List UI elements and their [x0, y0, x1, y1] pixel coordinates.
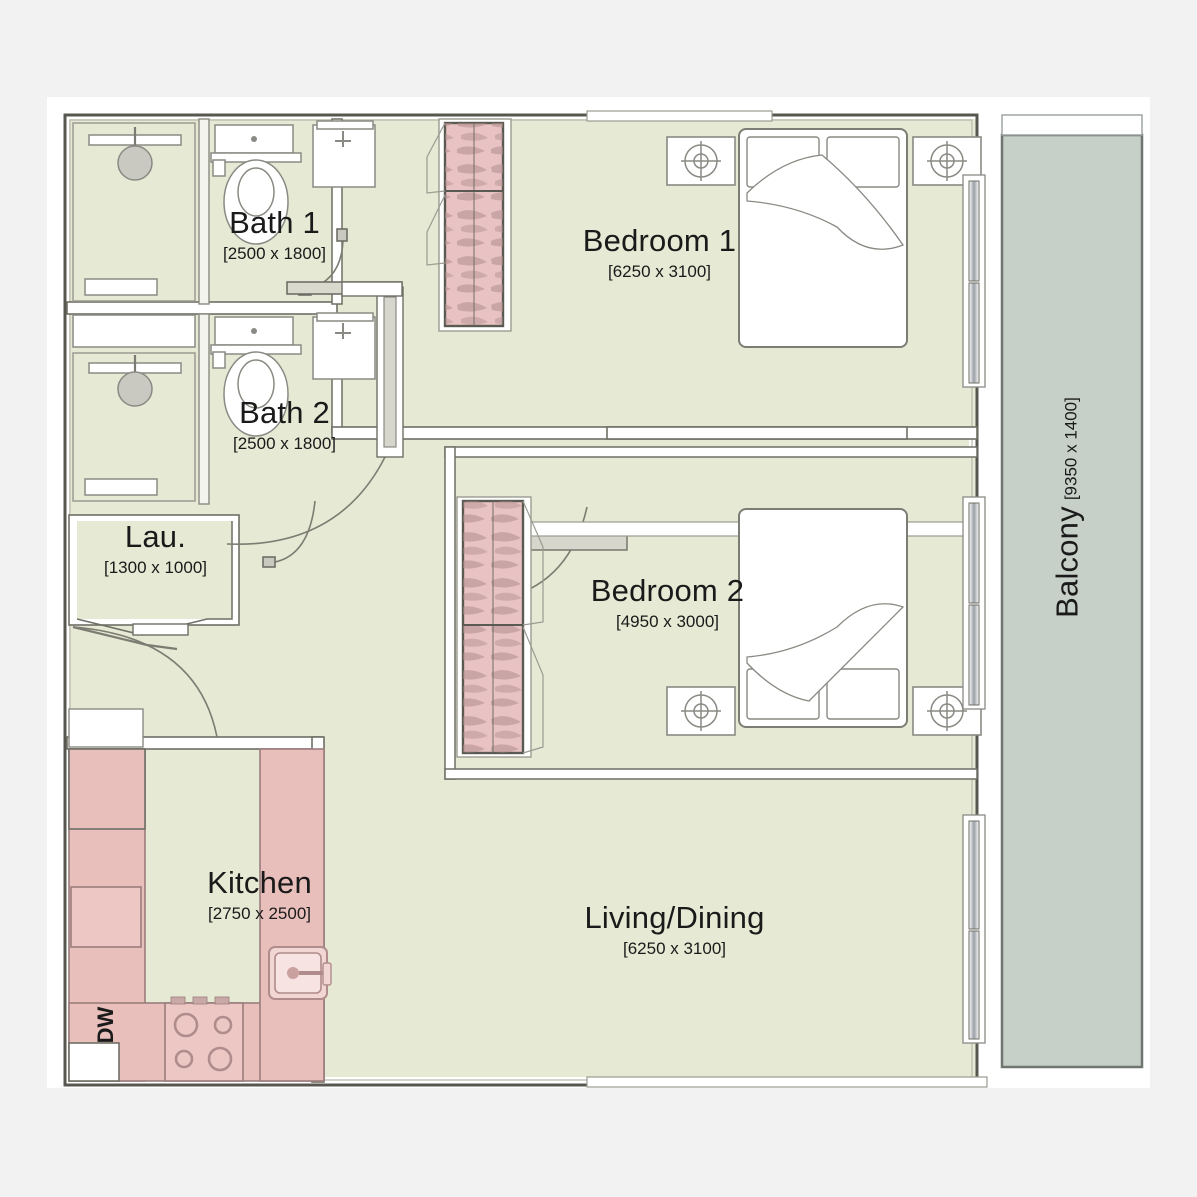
- bedroom2-furniture: [666, 508, 982, 736]
- sliding-door-bedroom1: [962, 174, 986, 388]
- shower-drain-bath1: [117, 145, 153, 181]
- wardrobes: [426, 118, 544, 758]
- kitchen-window-top: [68, 708, 144, 748]
- kitchen-counter-right: [259, 748, 325, 1082]
- windows: [586, 110, 988, 1088]
- dishwasher: [70, 886, 142, 948]
- balcony-sliding-doors: [962, 174, 986, 1044]
- door-entry: [72, 626, 218, 738]
- cooktop-burners: [173, 1012, 233, 1072]
- kitchen-sink: [268, 946, 332, 1000]
- sliding-door-bedroom2: [962, 496, 986, 710]
- shower-drain-bath2: [117, 371, 153, 407]
- cooktop: [164, 1002, 244, 1082]
- bath1-fixtures: [72, 120, 376, 302]
- kitchen: [68, 708, 332, 1082]
- interior-walls: [66, 118, 978, 1083]
- balcony-floor: [1000, 133, 1144, 1069]
- bedroom1-furniture: [666, 128, 982, 348]
- bath2-fixtures: [72, 312, 376, 502]
- door-bedroom1: [226, 441, 393, 545]
- kitchen-window-bottom: [68, 1042, 120, 1082]
- balcony-area: [997, 114, 1149, 1085]
- sliding-door-living: [962, 814, 986, 1044]
- floor-plan-sheet: Bath 1 [2500 x 1800] Bath 2 [2500 x 1800…: [47, 97, 1150, 1088]
- door-bath2: [268, 500, 316, 564]
- floor-plan-drawing: [63, 110, 1149, 1088]
